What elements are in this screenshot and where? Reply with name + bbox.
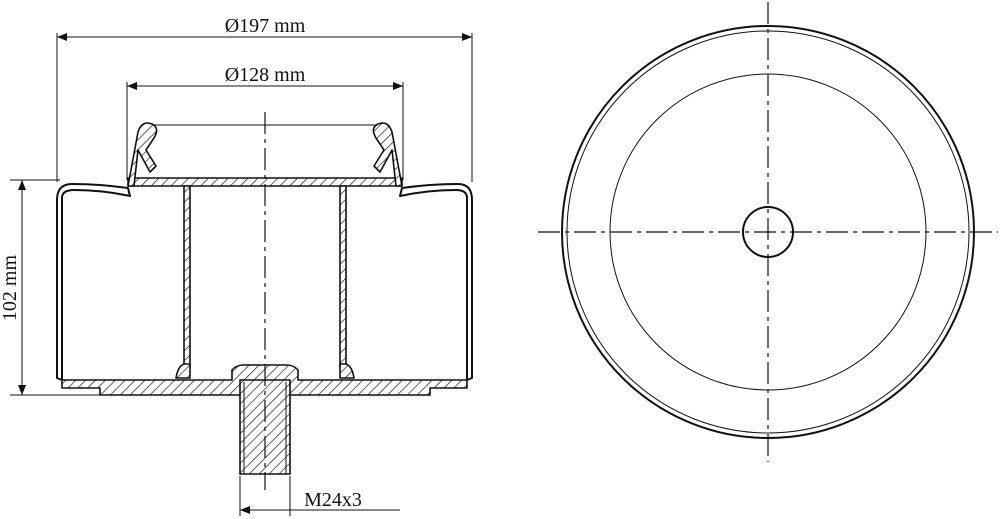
inner-diameter-label: Ø128 mm (225, 64, 306, 86)
left-inner-post (183, 185, 191, 369)
left-bead (127, 122, 158, 187)
bellows-outer-wall (56, 183, 131, 381)
side-section-view: Ø197 mm Ø128 mm 102 mm (0, 15, 473, 516)
thread-label: M24x3 (304, 489, 362, 511)
right-post-fillet (339, 363, 355, 379)
right-inner-post (339, 185, 347, 369)
bellows-outer-wall-right (399, 183, 473, 381)
height-label: 102 mm (0, 255, 21, 322)
outer-diameter-label: Ø197 mm (225, 15, 306, 37)
right-bead (372, 122, 403, 187)
left-post-fillet (175, 363, 191, 379)
top-view (538, 2, 998, 462)
